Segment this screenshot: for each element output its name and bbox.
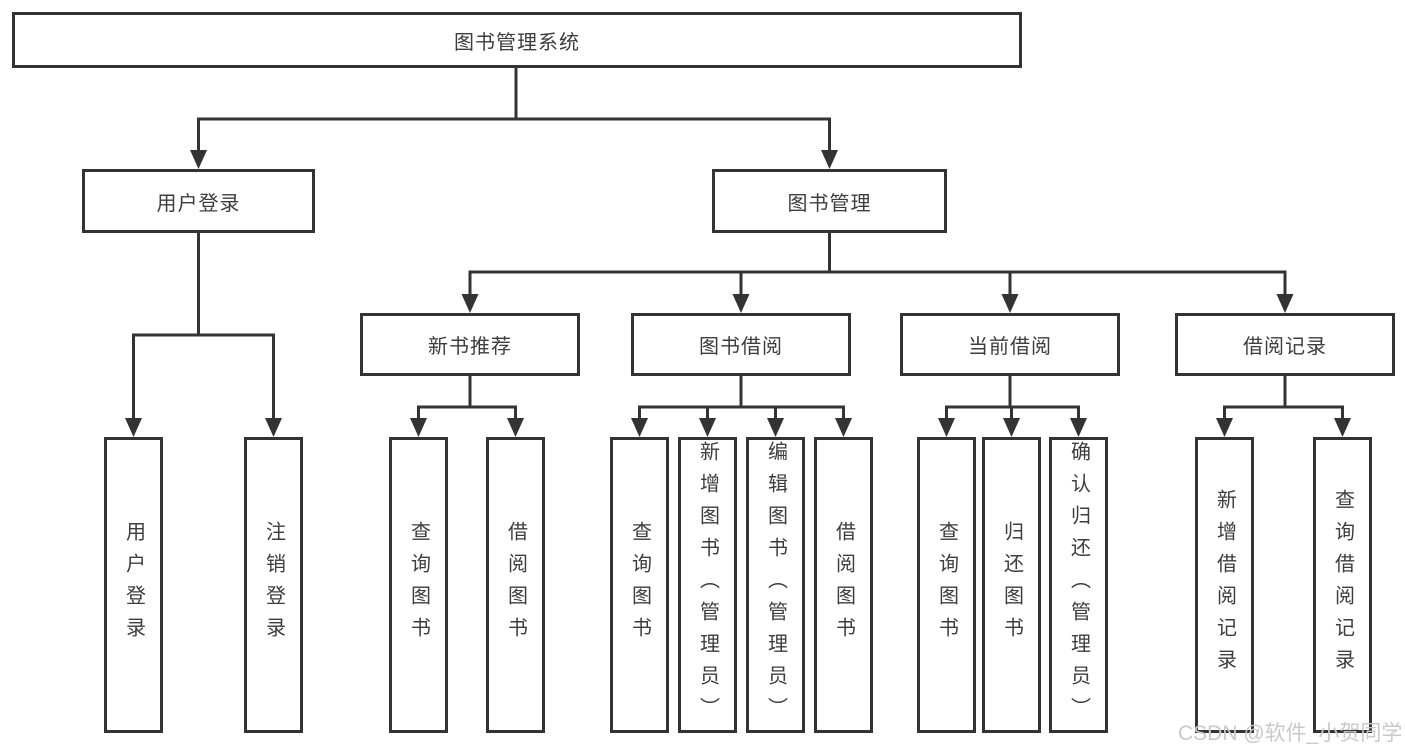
node-current-borrowing: 当前借阅 <box>900 313 1120 376</box>
leaf-query-borrow-record: 查询借阅记录 <box>1313 437 1372 733</box>
leaf-confirm-return-admin: 确认归还（管理员） <box>1049 437 1108 733</box>
leaf-edit-book-admin-label: 编辑图书（管理员） <box>764 441 787 729</box>
leaf-query-books-recommend: 查询图书 <box>389 437 448 733</box>
leaf-query-books-borrowing-label: 查询图书 <box>628 521 651 649</box>
leaf-add-borrow-record-label: 新增借阅记录 <box>1213 489 1236 681</box>
leaf-query-books-borrowing: 查询图书 <box>610 437 669 733</box>
leaf-borrow-books-borrowing-label: 借阅图书 <box>832 521 855 649</box>
leaf-logout-label: 注销登录 <box>262 521 285 649</box>
leaf-return-books-label: 归还图书 <box>1000 521 1023 649</box>
leaf-borrow-books-borrowing: 借阅图书 <box>814 437 873 733</box>
leaf-query-borrow-record-label: 查询借阅记录 <box>1331 489 1354 681</box>
leaf-query-books-current: 查询图书 <box>917 437 976 733</box>
node-user-login-module: 用户登录 <box>82 169 315 233</box>
leaf-query-books-current-label: 查询图书 <box>935 521 958 649</box>
node-borrowing-records: 借阅记录 <box>1175 313 1395 376</box>
leaf-borrow-books-recommend-label: 借阅图书 <box>504 521 527 649</box>
leaf-user-login-label: 用户登录 <box>122 521 145 649</box>
node-library-system-root: 图书管理系统 <box>12 12 1022 68</box>
leaf-add-book-admin-label: 新增图书（管理员） <box>696 441 719 729</box>
leaf-borrow-books-recommend: 借阅图书 <box>486 437 545 733</box>
leaf-query-books-recommend-label: 查询图书 <box>407 521 430 649</box>
leaf-add-book-admin: 新增图书（管理员） <box>678 437 737 733</box>
node-book-borrowing: 图书借阅 <box>631 313 851 376</box>
node-new-book-recommendation: 新书推荐 <box>360 313 580 376</box>
leaf-return-books: 归还图书 <box>982 437 1041 733</box>
leaf-logout: 注销登录 <box>244 437 303 733</box>
csdn-watermark: CSDN @软件_小贺同学 <box>1178 722 1403 745</box>
node-book-management-module: 图书管理 <box>712 169 947 233</box>
leaf-user-login: 用户登录 <box>104 437 163 733</box>
leaf-edit-book-admin: 编辑图书（管理员） <box>746 437 805 733</box>
leaf-confirm-return-admin-label: 确认归还（管理员） <box>1067 441 1090 729</box>
leaf-add-borrow-record: 新增借阅记录 <box>1195 437 1254 733</box>
